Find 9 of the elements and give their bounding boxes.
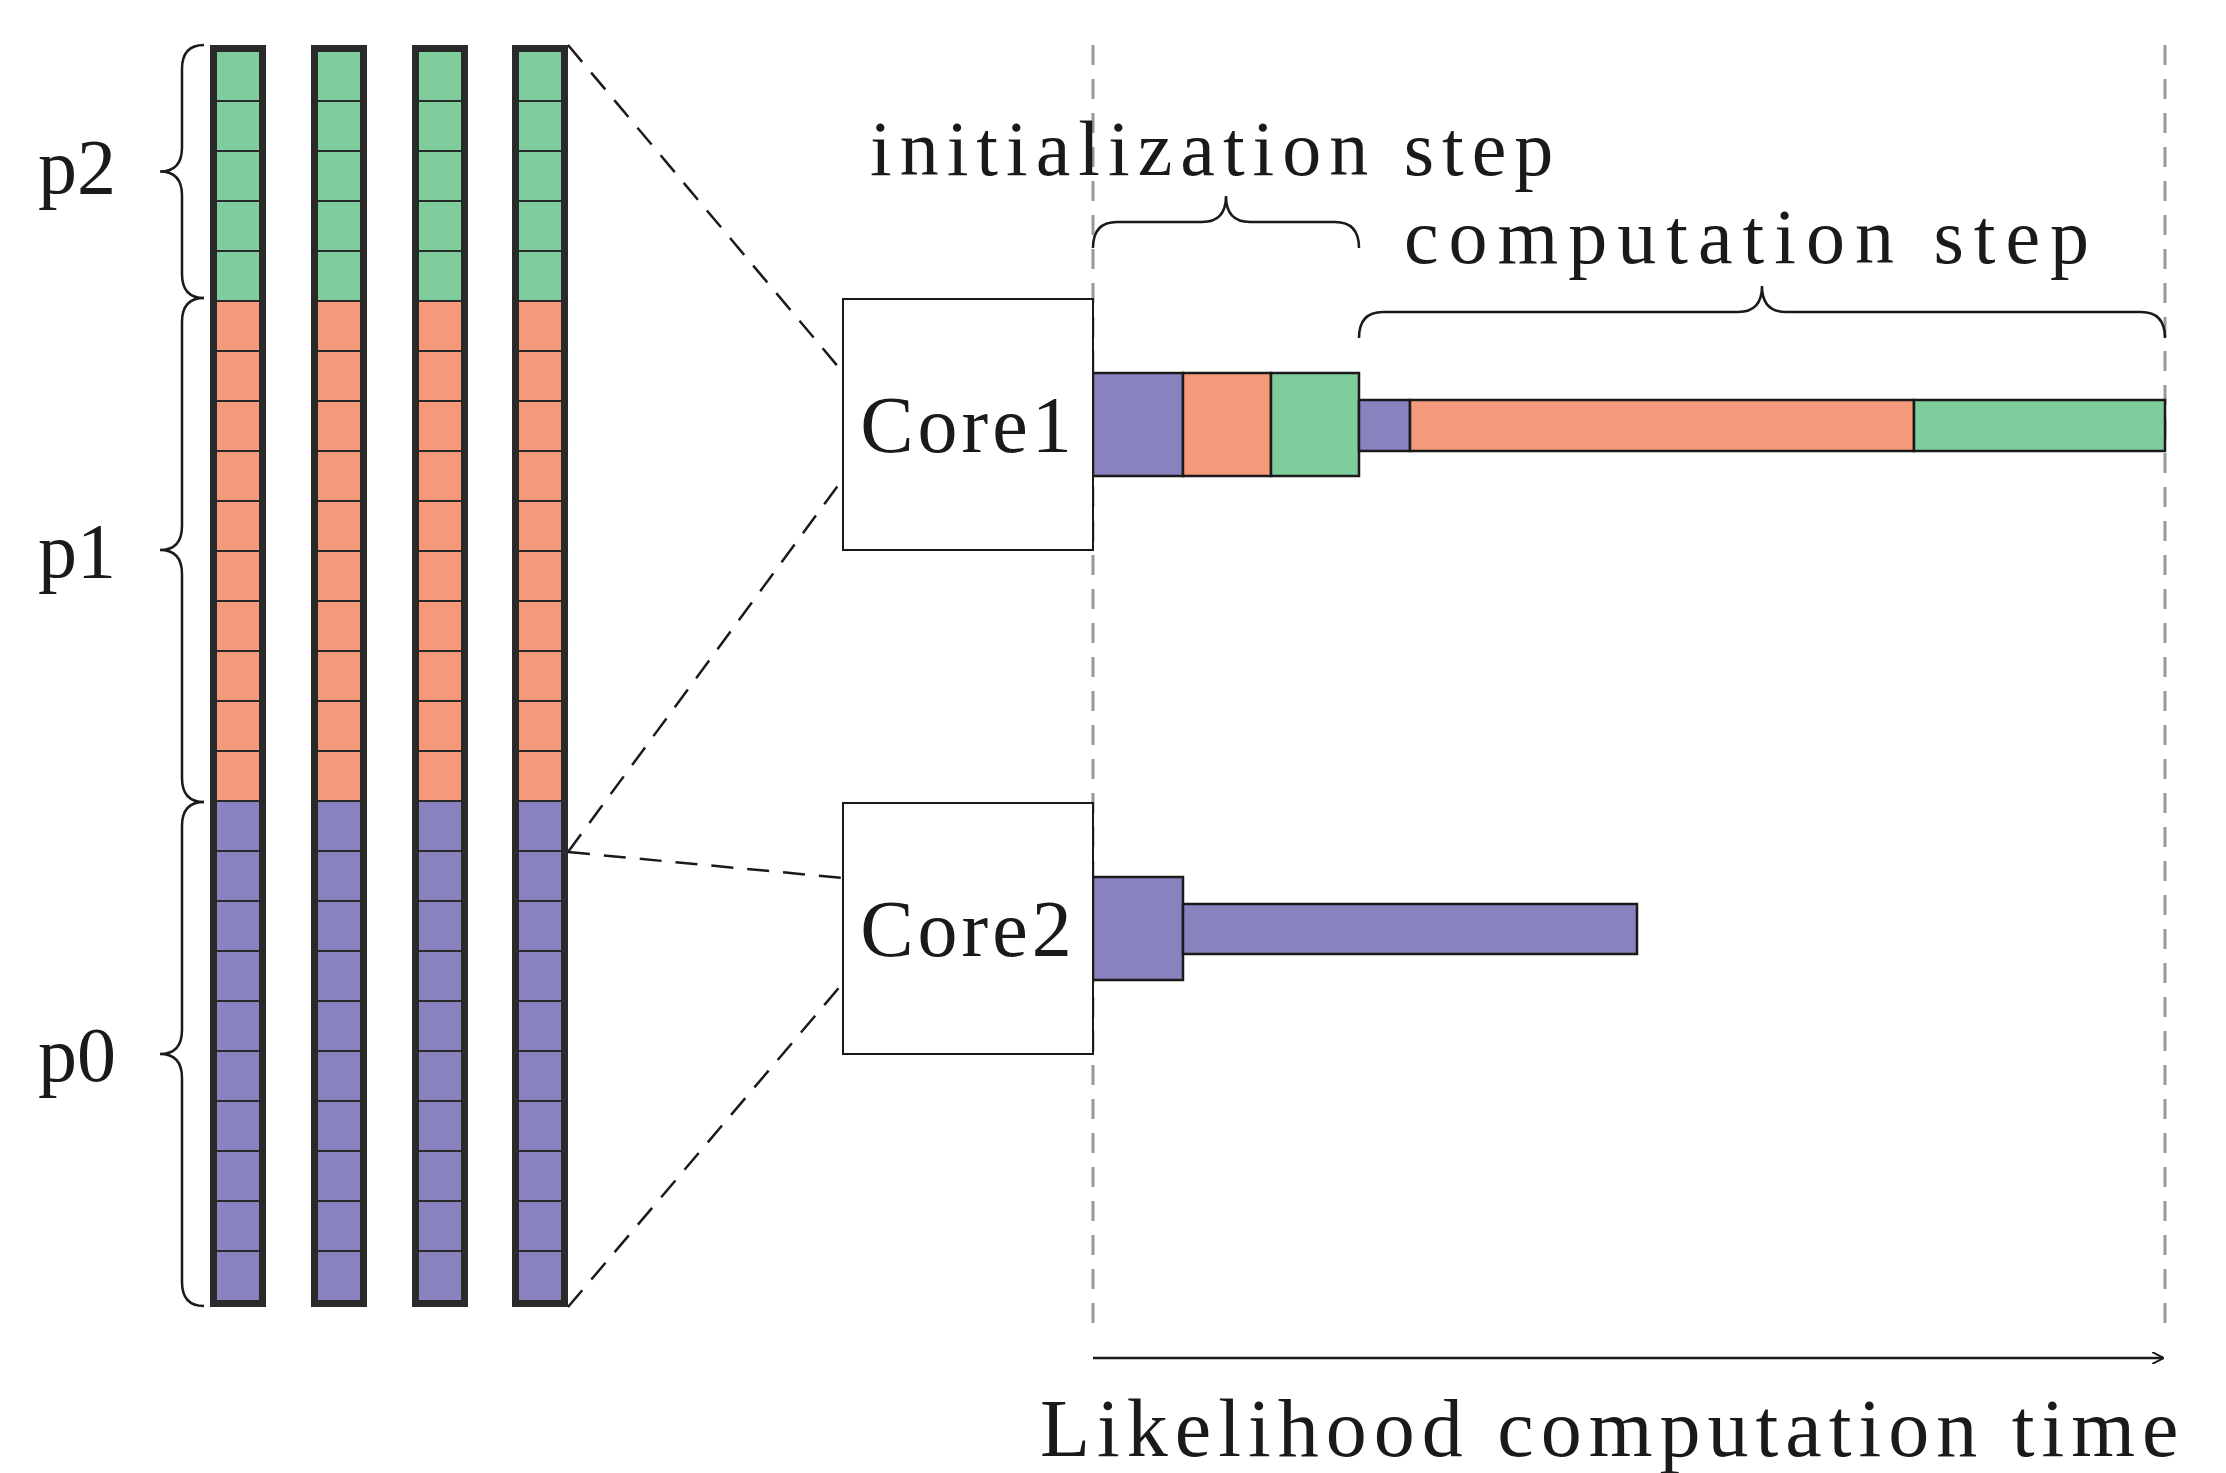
stacked-column	[311, 45, 367, 1307]
stacked-column	[412, 45, 468, 1307]
core-box	[842, 802, 1094, 1055]
dashed-zoom-line	[567, 850, 843, 880]
stacked-column	[210, 45, 266, 1307]
stacked-column	[512, 45, 568, 1307]
core-label: Core2	[860, 888, 1076, 969]
core-label: Core1	[860, 384, 1076, 465]
core-box	[842, 298, 1094, 551]
